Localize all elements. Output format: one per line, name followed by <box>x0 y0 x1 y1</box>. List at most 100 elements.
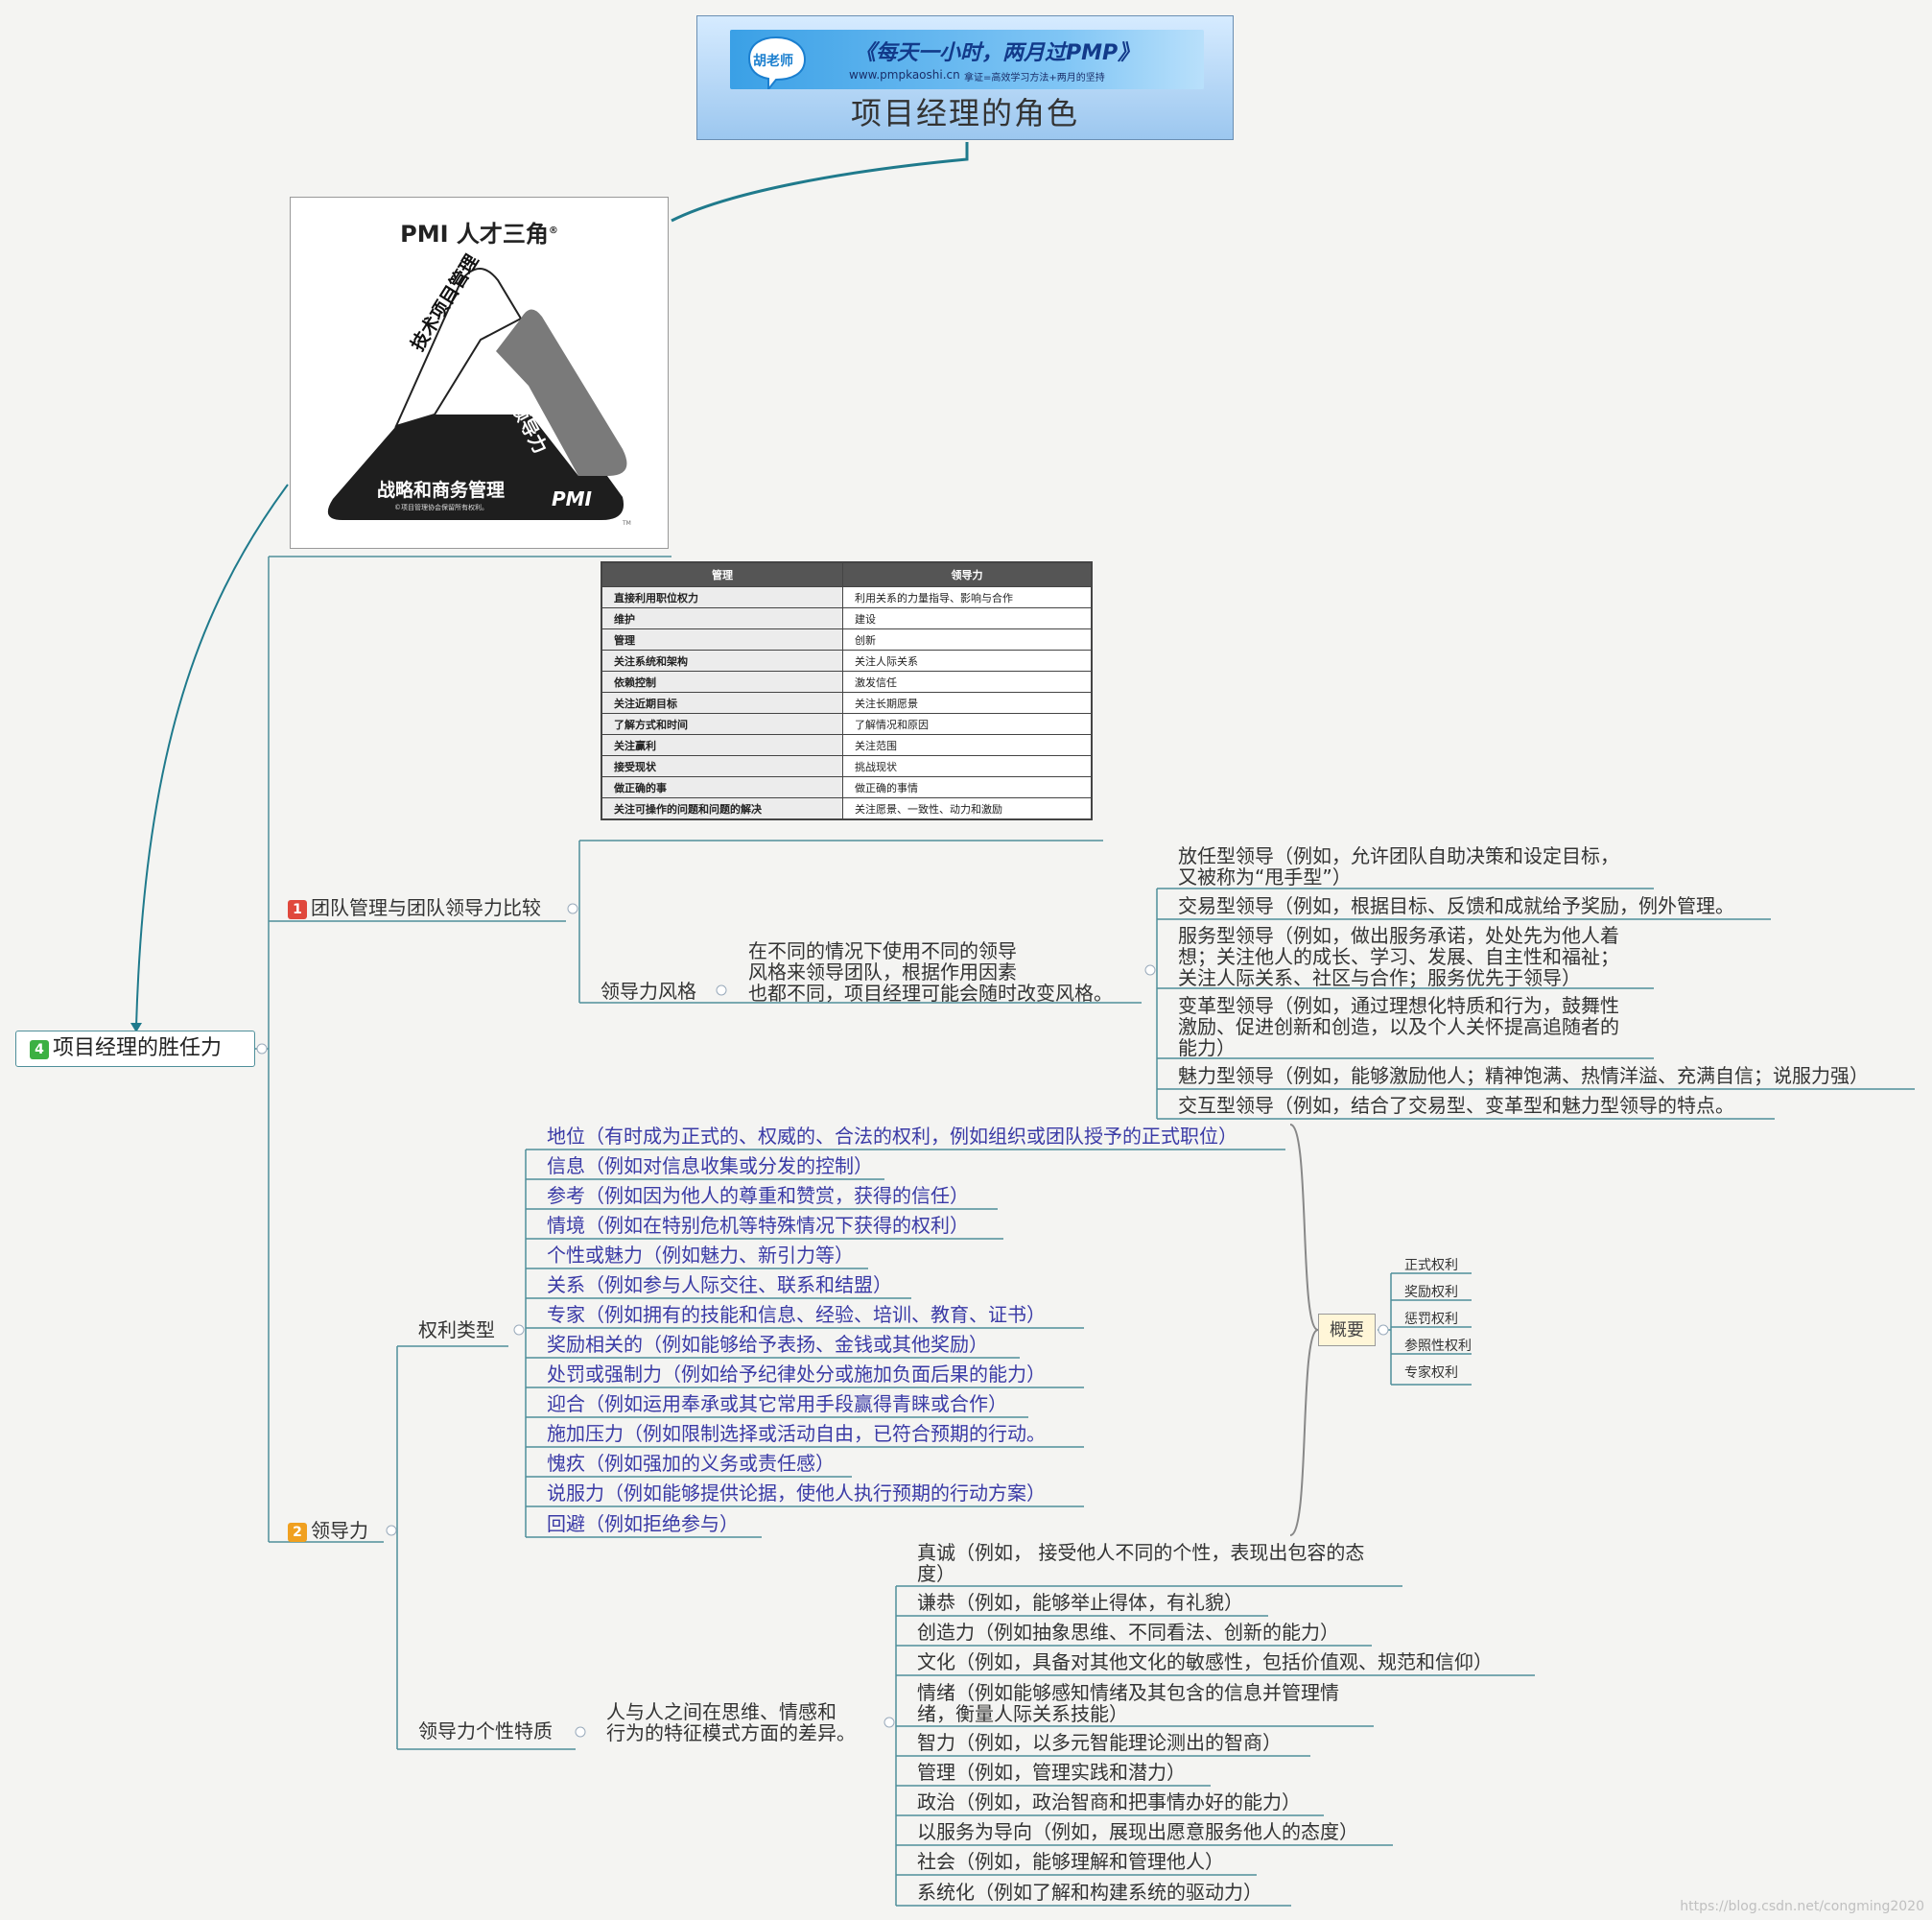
item-line: 能力） <box>1178 1036 1236 1059</box>
table-cell: 关注长期愿景 <box>842 692 1093 714</box>
power-item[interactable]: 参考（例如因为他人的尊重和赞赏，获得的信任） <box>547 1184 969 1207</box>
desc-line: 也都不同，项目经理可能会随时改变风格。 <box>748 982 1113 1005</box>
table-cell: 关注范围 <box>842 734 1093 756</box>
triangle-title: PMI 人才三角® <box>400 221 558 248</box>
style-laissez-faire[interactable]: 放任型领导（例如，允许团队自助决策和设定目标， 又被称为“甩手型”） <box>1178 845 1619 888</box>
table-row: 关注系统和架构关注人际关系 <box>601 650 1093 672</box>
trait-item[interactable]: 真诚（例如， 接受他人不同的个性，表现出包容的态 度） <box>917 1542 1364 1584</box>
trait-item[interactable]: 谦恭（例如，能够举止得体，有礼貌） <box>917 1591 1243 1614</box>
power-item[interactable]: 情境（例如在特别危机等特殊情况下获得的权利） <box>547 1214 969 1237</box>
table-row: 直接利用职位权力利用关系的力量指导、影响与合作 <box>601 586 1093 608</box>
trait-item[interactable]: 管理（例如，管理实践和潜力） <box>917 1761 1186 1784</box>
table-cell: 关注人际关系 <box>842 650 1093 672</box>
root-connector <box>671 142 969 223</box>
summary-node[interactable]: 概要 <box>1318 1314 1376 1346</box>
trait-item[interactable]: 系统化（例如了解和构建系统的驱动力） <box>917 1881 1262 1904</box>
leadership-style-desc[interactable]: 在不同的情况下使用不同的领导 风格来领导团队，根据作用因素 也都不同，项目经理可… <box>748 940 1113 1004</box>
table-row: 关注赢利关注范围 <box>601 734 1093 756</box>
style-charismatic[interactable]: 魅力型领导（例如，能够激励他人；精神饱满、热情洋溢、充满自信；说服力强） <box>1178 1064 1869 1087</box>
summary-brace <box>1289 1124 1319 1536</box>
item-line: 激励、促进创新和创造，以及个人关怀提高追随者的 <box>1178 1015 1619 1038</box>
trait-item[interactable]: 文化（例如，具备对其他文化的敏感性，包括价值观、规范和信仰） <box>917 1650 1493 1673</box>
summary-item[interactable]: 参照性权利 <box>1404 1339 1472 1354</box>
table-cell: 做正确的事情 <box>842 776 1093 798</box>
trait-item[interactable]: 社会（例如，能够理解和管理他人） <box>917 1850 1224 1873</box>
power-item[interactable]: 回避（例如拒绝参与） <box>547 1512 739 1535</box>
banner-title: 《每天一小时，两月过PMP》 <box>855 41 1140 65</box>
table-row: 关注近期目标关注长期愿景 <box>601 692 1093 714</box>
table-cell: 了解方式和时间 <box>601 713 843 735</box>
item-line: 情绪（例如能够感知情绪及其包含的信息并管理情 <box>917 1681 1339 1704</box>
power-item[interactable]: 处罚或强制力（例如给予纪律处分或施加负面后果的能力） <box>547 1363 1046 1386</box>
table-cell: 挑战现状 <box>842 755 1093 777</box>
table-row: 依赖控制激发信任 <box>601 671 1093 693</box>
power-item[interactable]: 说服力（例如能够提供论据，使他人执行预期的行动方案） <box>547 1481 1046 1505</box>
leadership-label: 领导力 <box>311 1519 368 1542</box>
traits-desc[interactable]: 人与人之间在思维、情感和 行为的特征模式方面的差异。 <box>606 1701 856 1743</box>
priority-2-icon: 2 <box>288 1523 307 1542</box>
root-title: 项目经理的角色 <box>850 95 1079 131</box>
arrow-head <box>130 1023 142 1032</box>
competence-connector <box>135 484 289 1028</box>
power-item[interactable]: 信息（例如对信息收集或分发的控制） <box>547 1154 873 1177</box>
table-cell: 关注近期目标 <box>601 692 843 714</box>
item-line: 又被称为“甩手型”） <box>1178 865 1352 889</box>
item-line: 绪，衡量人际关系技能） <box>917 1702 1128 1725</box>
banner-logo: 胡老师 《每天一小时，两月过PMP》 www.pmpkaoshi.cn 拿证=高… <box>730 30 1204 89</box>
trait-item[interactable]: 情绪（例如能够感知情绪及其包含的信息并管理情 绪，衡量人际关系技能） <box>917 1682 1339 1724</box>
item-line: 服务型领导（例如，做出服务承诺，处处先为他人着 <box>1178 924 1619 947</box>
table-row: 了解方式和时间了解情况和原因 <box>601 713 1093 735</box>
style-transformational[interactable]: 变革型领导（例如，通过理想化特质和行为，鼓舞性 激励、促进创新和创造，以及个人关… <box>1178 995 1619 1058</box>
item-line: 想；关注他人的成长、学习、发展、自主性和福祉； <box>1178 945 1619 968</box>
item-line: 关注人际关系、社区与合作；服务优先于领导） <box>1178 966 1581 989</box>
trait-item[interactable]: 创造力（例如抽象思维、不同看法、创新的能力） <box>917 1621 1339 1644</box>
item-line: 变革型领导（例如，通过理想化特质和行为，鼓舞性 <box>1178 994 1619 1017</box>
summary-item[interactable]: 正式权利 <box>1404 1258 1458 1273</box>
power-item[interactable]: 关系（例如参与人际交往、联系和结盟） <box>547 1273 892 1296</box>
table-cell: 依赖控制 <box>601 671 843 693</box>
trait-item[interactable]: 政治（例如，政治智商和把事情办好的能力） <box>917 1790 1301 1813</box>
table-row: 做正确的事做正确的事情 <box>601 776 1093 798</box>
power-item[interactable]: 专家（例如拥有的技能和信息、经验、培训、教育、证书） <box>547 1303 1046 1326</box>
pmi-talent-triangle-image: PMI 人才三角® 技术项目管理 领导力 战略和商务管理 ©项目管理协会保留所有… <box>290 197 669 549</box>
table-row: 接受现状挑战现状 <box>601 755 1093 777</box>
summary-item[interactable]: 奖励权利 <box>1404 1285 1458 1300</box>
banner-slogan: 拿证=高效学习方法+两月的坚持 <box>964 73 1105 83</box>
triangle-base: 战略和商务管理 <box>377 480 506 501</box>
power-item[interactable]: 迎合（例如运用奉承或其它常用手段赢得青睐或合作） <box>547 1392 1007 1415</box>
banner-badge: 胡老师 <box>753 54 793 69</box>
traits-topic[interactable]: 领导力个性特质 <box>418 1719 553 1742</box>
table-row: 关注可操作的问题和问题的解决关注愿景、一致性、动力和激励 <box>601 797 1093 820</box>
power-item[interactable]: 地位（有时成为正式的、权威的、合法的权利，例如组织或团队授予的正式职位） <box>547 1125 1237 1148</box>
trait-item[interactable]: 智力（例如，以多元智能理论测出的智商） <box>917 1731 1282 1754</box>
triangle-copyright: ©项目管理协会保留所有权利。 <box>394 504 488 511</box>
priority-4-icon: 4 <box>30 1040 49 1059</box>
style-interactional[interactable]: 交互型领导（例如，结合了交易型、变革型和魅力型领导的特点。 <box>1178 1094 1734 1117</box>
table-cell: 关注愿景、一致性、动力和激励 <box>842 797 1093 820</box>
header-leadership: 领导力 <box>842 561 1093 587</box>
summary-item[interactable]: 专家权利 <box>1404 1365 1458 1381</box>
power-item[interactable]: 施加压力（例如限制选择或活动自由，已符合预期的行动。 <box>547 1422 1046 1445</box>
table-cell: 利用关系的力量指导、影响与合作 <box>842 586 1093 608</box>
banner-url: www.pmpkaoshi.cn <box>849 68 960 82</box>
table-cell: 做正确的事 <box>601 776 843 798</box>
trait-item[interactable]: 以服务为导向（例如，展现出愿意服务他人的态度） <box>917 1820 1358 1843</box>
table-row: 维护建设 <box>601 607 1093 629</box>
power-item[interactable]: 愧疚（例如强加的义务或责任感） <box>547 1452 835 1475</box>
comparison-label: 团队管理与团队领导力比较 <box>311 896 541 919</box>
power-types-topic[interactable]: 权利类型 <box>418 1318 495 1341</box>
summary-item[interactable]: 惩罚权利 <box>1404 1312 1458 1327</box>
root-topic[interactable]: 胡老师 《每天一小时，两月过PMP》 www.pmpkaoshi.cn 拿证=高… <box>696 15 1234 140</box>
table-cell: 建设 <box>842 607 1093 629</box>
style-transactional[interactable]: 交易型领导（例如，根据目标、反馈和成就给予奖励，例外管理。 <box>1178 894 1734 917</box>
leadership-style-topic[interactable]: 领导力风格 <box>601 980 696 1003</box>
power-item[interactable]: 奖励相关的（例如能够给予表扬、金钱或其他奖励） <box>547 1333 988 1356</box>
style-servant[interactable]: 服务型领导（例如，做出服务承诺，处处先为他人着 想；关注他人的成长、学习、发展、… <box>1178 925 1619 988</box>
power-item[interactable]: 个性或魅力（例如魅力、新引力等） <box>547 1244 854 1267</box>
table-cell: 了解情况和原因 <box>842 713 1093 735</box>
